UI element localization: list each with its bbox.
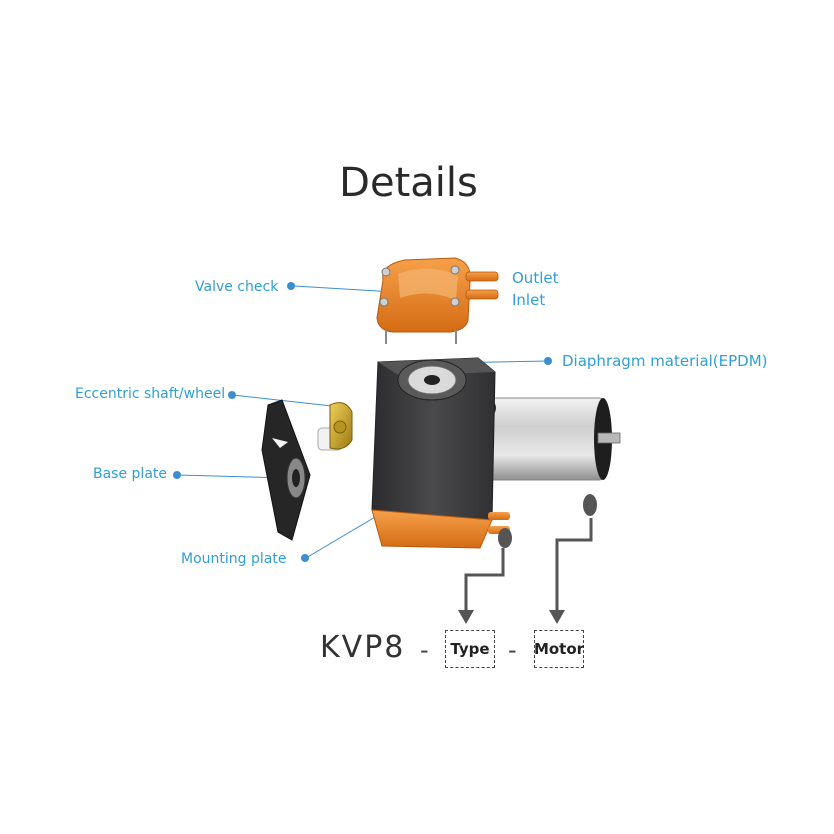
- code-arrows: [464, 518, 593, 612]
- label-dot-eccentric: [228, 391, 236, 399]
- base-plate-part: [261, 399, 311, 541]
- label-valve-check: Valve check: [195, 279, 279, 295]
- page-title: Details: [339, 160, 478, 206]
- label-inlet: Inlet: [512, 291, 546, 309]
- label-mounting-plate: Mounting plate: [181, 551, 287, 567]
- valve-check-part: [376, 257, 499, 344]
- label-dot-valve-check: [287, 282, 295, 290]
- arrow-head-type: [458, 610, 474, 624]
- label-eccentric: Eccentric shaft/wheel: [75, 386, 226, 402]
- motor-box: Motor: [534, 630, 584, 668]
- housing-part: [371, 357, 597, 549]
- label-dot-base-plate: [173, 471, 181, 479]
- label-dot-diaphragm: [544, 357, 552, 365]
- label-diaphragm: Diaphragm material(EPDM): [562, 352, 768, 370]
- type-box: Type: [445, 630, 495, 668]
- label-outlet: Outlet: [512, 269, 559, 287]
- arrow-head-motor: [549, 610, 565, 624]
- label-dot-mounting-plate: [301, 554, 309, 562]
- label-base-plate: Base plate: [93, 466, 167, 482]
- model-code-separator-1: -: [420, 636, 429, 664]
- model-code-separator-2: -: [508, 636, 517, 664]
- eccentric-wheel-part: [317, 402, 353, 451]
- model-code-prefix: KVP8: [320, 630, 406, 665]
